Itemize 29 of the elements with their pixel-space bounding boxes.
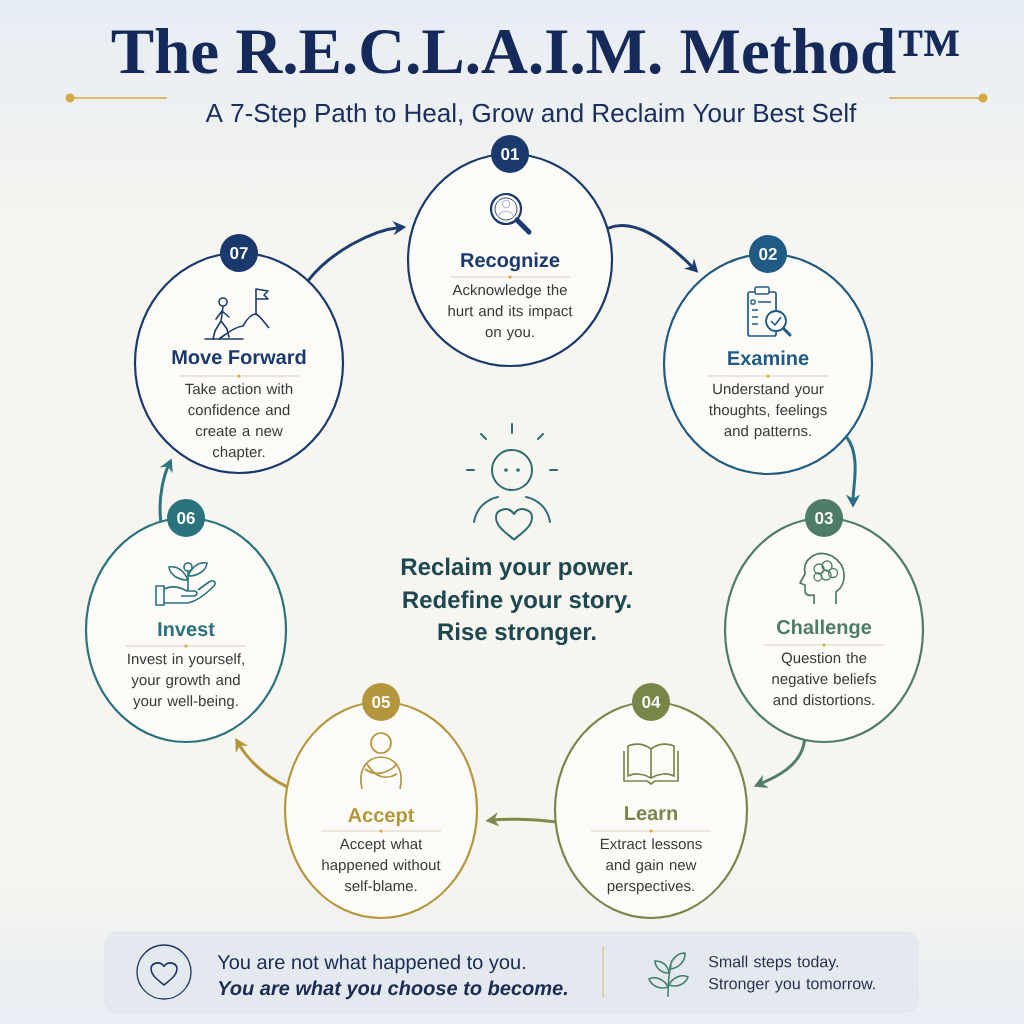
step-description: Accept what happened without self-blame. bbox=[322, 838, 441, 892]
step-title: Learn bbox=[625, 806, 677, 821]
step-description: Acknowledge the hurt and its impact on you. bbox=[448, 284, 573, 341]
motto-text: Small steps today. Stronger you tomorrow. bbox=[708, 955, 875, 993]
number-badge: 06 bbox=[167, 499, 205, 537]
quote-text: You are what you choose to become. bbox=[218, 980, 568, 1000]
subtitle: A 7-Step Path to Heal, Grow and Reclaim Your Best Self bbox=[205, 103, 857, 128]
number-badge: 01 bbox=[491, 135, 529, 173]
step-description: Extract lessons and gain new perspectives. bbox=[600, 838, 702, 895]
tagline: Reclaim your power. bbox=[401, 557, 633, 580]
number-badge: 03 bbox=[805, 499, 843, 537]
step-title: Accept bbox=[348, 808, 415, 827]
step-title: Challenge bbox=[777, 619, 872, 639]
step-description: Question the negative beliefs and distortions. bbox=[772, 652, 876, 706]
step-title: Invest bbox=[158, 622, 215, 637]
tagline: Redefine your story. bbox=[403, 590, 631, 613]
title: The R.E.C.L.A.I.M. Method™ bbox=[111, 27, 959, 74]
step-description: Understand your thoughts, feelings and patterns. bbox=[709, 383, 827, 440]
number-badge: 05 bbox=[362, 683, 400, 721]
step-title: Move Forward bbox=[172, 349, 306, 365]
number-badge: 07 bbox=[220, 234, 258, 272]
number-badge: 04 bbox=[632, 683, 670, 721]
step-description: Take action with confidence and create a new chapter. bbox=[185, 383, 293, 461]
tagline: Rise stronger. bbox=[438, 622, 596, 646]
step-title: Recognize bbox=[461, 252, 560, 272]
quote-text: You are not what happened to you. bbox=[217, 954, 525, 974]
number-badge: 02 bbox=[749, 235, 787, 273]
step-description: Invest in yourself, your growth and your well-being. bbox=[128, 653, 244, 710]
step-title: Examine bbox=[728, 350, 809, 366]
